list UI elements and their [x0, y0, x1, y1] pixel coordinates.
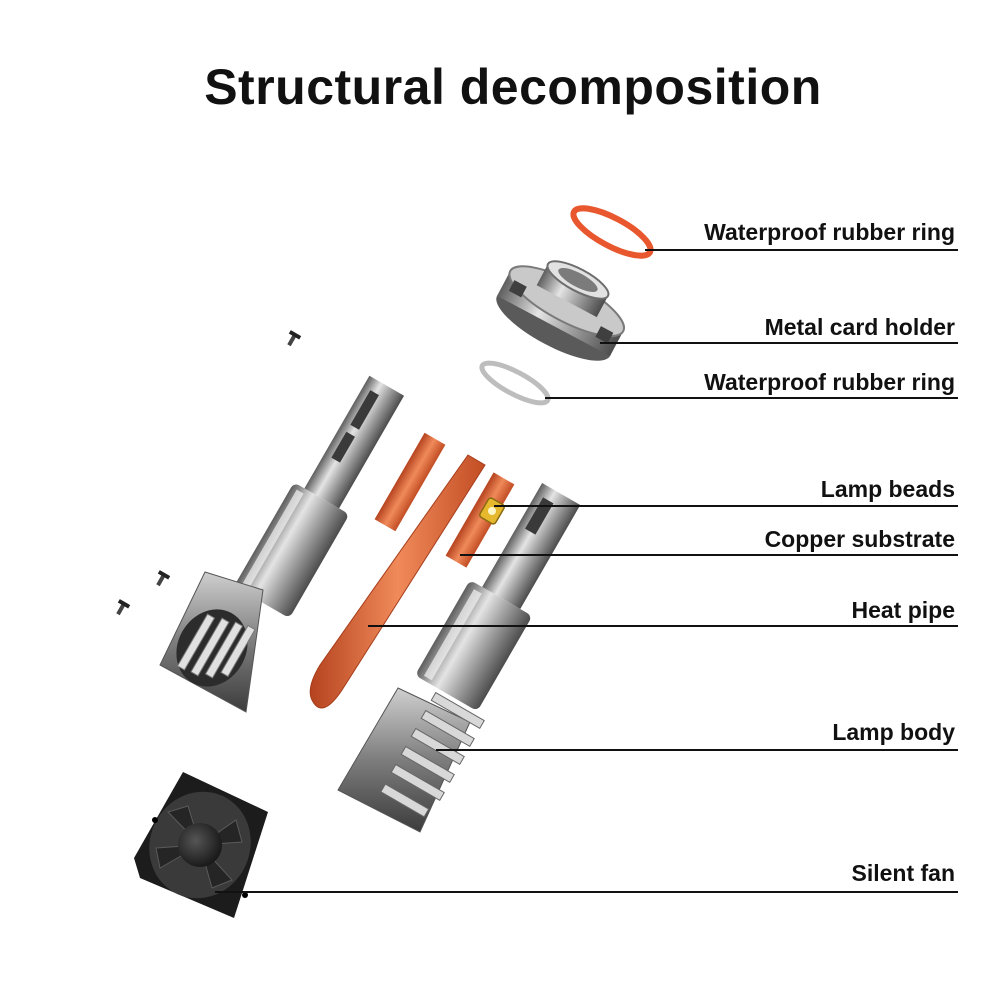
screw-top [287, 330, 302, 347]
label-heat-pipe: Heat pipe [851, 597, 955, 623]
label-copper-substrate: Copper substrate [765, 526, 955, 552]
label-waterproof-rubber-ring-top: Waterproof rubber ring [704, 219, 955, 245]
copper-substrate-right [445, 472, 515, 568]
label-waterproof-rubber-ring-bottom: Waterproof rubber ring [704, 369, 955, 395]
diagram-title: Structural decomposition [204, 59, 822, 115]
lamp-body [337, 483, 581, 833]
heat-pipe [309, 454, 486, 709]
waterproof-rubber-ring-bottom [479, 360, 551, 406]
lamp-bead [479, 497, 505, 525]
label-metal-card-holder: Metal card holder [765, 314, 955, 340]
copper-substrate-left [374, 432, 446, 532]
leader-lines [215, 249, 958, 893]
label-lamp-body: Lamp body [832, 719, 955, 745]
screw-bottom [116, 599, 131, 616]
metal-card-holder [496, 260, 625, 361]
screw-middle [156, 570, 171, 587]
lamp-body-left-half [159, 375, 405, 713]
waterproof-rubber-ring-top [570, 205, 654, 259]
label-lamp-beads: Lamp beads [821, 476, 955, 502]
silent-fan [134, 772, 268, 918]
label-silent-fan: Silent fan [851, 860, 955, 886]
